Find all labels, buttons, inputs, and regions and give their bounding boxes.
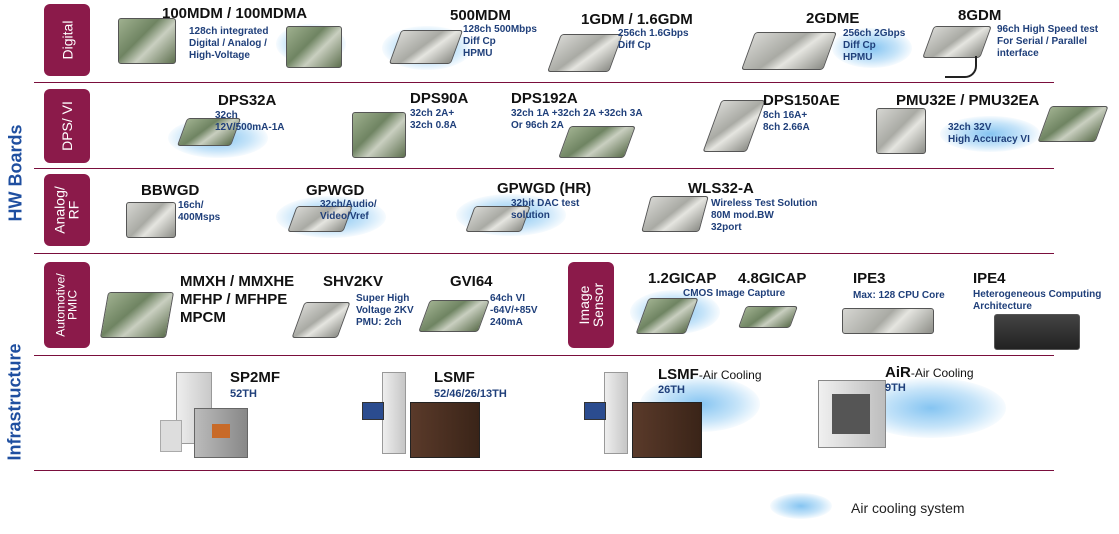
infra-name-lsmf-text: LSMF <box>434 369 475 386</box>
glow-pmu32e <box>940 116 1040 152</box>
product-desc-ipe4: Heterogeneous Computing Architecture <box>973 289 1102 312</box>
infra-desc-lsmf-air: 26TH <box>658 384 685 396</box>
board-ipe4-image <box>994 314 1080 350</box>
cable-8gdm <box>945 56 977 78</box>
product-desc-ipe3: Max: 128 CPU Core <box>853 290 945 301</box>
infra-name-sp2mf: SP2MF <box>230 369 280 386</box>
product-name-100mdm: 100MDM / 100MDMA <box>162 5 308 22</box>
product-name-dps192a: DPS192A <box>511 90 578 107</box>
product-desc-1gdm: 256ch 1.6Gbps Diff Cp <box>618 28 689 51</box>
legend-glow-swatch <box>770 493 832 519</box>
infra-name-lsmf-air-text: LSMF <box>658 366 699 383</box>
category-dps-label: DPS/ VI <box>59 101 76 151</box>
product-desc-wls32a: Wireless Test Solution 80M mod.BW 32port <box>711 198 818 233</box>
board-ipe3-image <box>842 308 934 334</box>
product-name-2gdme: 2GDME <box>806 10 860 27</box>
product-desc-gvi64: 64ch VI -64V/+85V 240mA <box>490 293 538 328</box>
infrastructure-label: Infrastructure <box>4 343 25 461</box>
product-desc-shv2kv: Super High Voltage 2KV PMU: 2ch <box>356 293 414 328</box>
board-wls32a-image <box>641 196 709 232</box>
product-desc-gpwgd: 32ch/Audio/ Video/Vref <box>320 199 377 222</box>
product-name-1gdm: 1GDM / 1.6GDM <box>581 11 693 28</box>
category-digital: Digital <box>44 4 90 76</box>
row-divider-3 <box>34 253 1054 254</box>
product-name-dps90a: DPS90A <box>410 90 469 107</box>
category-image-sensor-label: Image Sensor <box>575 282 606 328</box>
board-2gdme-image <box>741 32 837 70</box>
category-dps: DPS/ VI <box>44 89 90 163</box>
product-name-wls32a: WLS32-A <box>688 180 754 197</box>
board-1gdm-image <box>547 34 623 72</box>
machine-lsmf-image <box>362 372 482 458</box>
machine-lsmf-air-image <box>584 372 704 458</box>
product-name-mmxh: MMXH / MMXHE MFHP / MFHPE MPCM <box>180 273 295 326</box>
legend-label: Air cooling system <box>851 500 965 516</box>
row-divider-2 <box>34 168 1054 169</box>
infra-name-sp2mf-text: SP2MF <box>230 369 281 386</box>
product-desc-dps32a: 32ch 12V/500mA-1A <box>215 110 285 133</box>
category-analog-label: Analog/ RF <box>52 186 83 234</box>
board-pmu32e-image-a <box>876 108 926 154</box>
product-name-ipe4: IPE4 <box>973 270 1006 287</box>
board-pmu32e-image-b <box>1037 106 1109 142</box>
product-name-gvi64: GVI64 <box>450 273 493 290</box>
board-500mdm-image <box>388 30 464 64</box>
product-name-shv2kv: SHV2KV <box>323 273 384 290</box>
product-name-48gicap: 4.8GICAP <box>738 270 807 287</box>
infra-suffix-lsmf-air: -Air Cooling <box>698 368 762 382</box>
product-desc-500mdm: 128ch 500Mbps Diff Cp HPMU <box>463 24 537 59</box>
machine-sp2mf-image <box>160 372 252 458</box>
category-analog: Analog/ RF <box>44 174 90 246</box>
infra-suffix-air: -Air Cooling <box>910 366 974 380</box>
product-desc-pmu32e: 32ch 32V High Accuracy VI <box>948 122 1030 145</box>
product-desc-dps150ae: 8ch 16A+ 8ch 2.66A <box>763 110 810 133</box>
board-mmxh-image <box>99 292 175 338</box>
product-desc-gpwgd-hr: 32bit DAC test solution <box>511 198 580 221</box>
infra-desc-lsmf: 52/46/26/13TH <box>434 388 507 400</box>
product-name-bbwgd: BBWGD <box>141 182 200 199</box>
product-desc-8gdm: 96ch High Speed test For Serial / Parall… <box>997 24 1099 59</box>
category-automotive-label: Automotive/ PMIC <box>54 273 80 337</box>
board-100mdm-image-a <box>118 18 176 64</box>
infra-desc-air: 9TH <box>885 382 906 394</box>
product-desc-12gicap: CMOS Image Capture <box>683 288 786 299</box>
board-dps90a-image <box>352 112 406 158</box>
infra-name-lsmf-air: LSMF-Air Cooling <box>658 366 762 383</box>
product-name-500mdm: 500MDM <box>450 7 511 24</box>
product-desc-dps192a: 32ch 1A +32ch 2A +32ch 3A Or 96ch 2A <box>511 108 643 131</box>
infra-name-air-text: AiR <box>885 364 911 381</box>
board-dps150ae-image <box>702 100 766 152</box>
category-automotive: Automotive/ PMIC <box>44 262 90 348</box>
board-bbwgd-image <box>126 202 176 238</box>
board-8gdm-image <box>922 26 992 58</box>
product-name-dps150ae: DPS150AE <box>763 92 840 109</box>
board-48gicap-image <box>737 306 799 328</box>
product-desc-dps90a: 32ch 2A+ 32ch 0.8A <box>410 108 457 131</box>
infra-desc-sp2mf: 52TH <box>230 388 257 400</box>
hw-boards-label: HW Boards <box>5 124 26 222</box>
product-name-gpwgd-hr: GPWGD (HR) <box>497 180 592 197</box>
product-desc-100mdm: 128ch integrated Digital / Analog / High… <box>189 26 269 61</box>
product-name-dps32a: DPS32A <box>218 92 277 109</box>
glow-2gdme <box>832 28 912 68</box>
product-name-8gdm: 8GDM <box>958 7 1002 24</box>
product-name-gpwgd: GPWGD <box>306 182 365 199</box>
board-100mdm-image-b <box>286 26 342 68</box>
row-divider-5 <box>34 470 1054 471</box>
row-divider-1 <box>34 82 1054 83</box>
product-desc-bbwgd: 16ch/ 400Msps <box>178 200 221 223</box>
infra-name-air: AiR-Air Cooling <box>885 364 974 381</box>
category-image-sensor: Image Sensor <box>568 262 614 348</box>
row-divider-4 <box>34 355 1054 356</box>
product-name-pmu32e: PMU32E / PMU32EA <box>896 92 1040 109</box>
board-shv2kv-image <box>291 302 351 338</box>
product-desc-2gdme: 256ch 2Gbps Diff Cp HPMU <box>843 28 906 63</box>
machine-air-image <box>818 380 888 450</box>
infra-name-lsmf: LSMF <box>434 369 475 386</box>
product-name-12gicap: 1.2GICAP <box>648 270 717 287</box>
board-gvi64-image <box>418 300 490 332</box>
product-name-ipe3: IPE3 <box>853 270 886 287</box>
category-digital-label: Digital <box>59 20 75 60</box>
